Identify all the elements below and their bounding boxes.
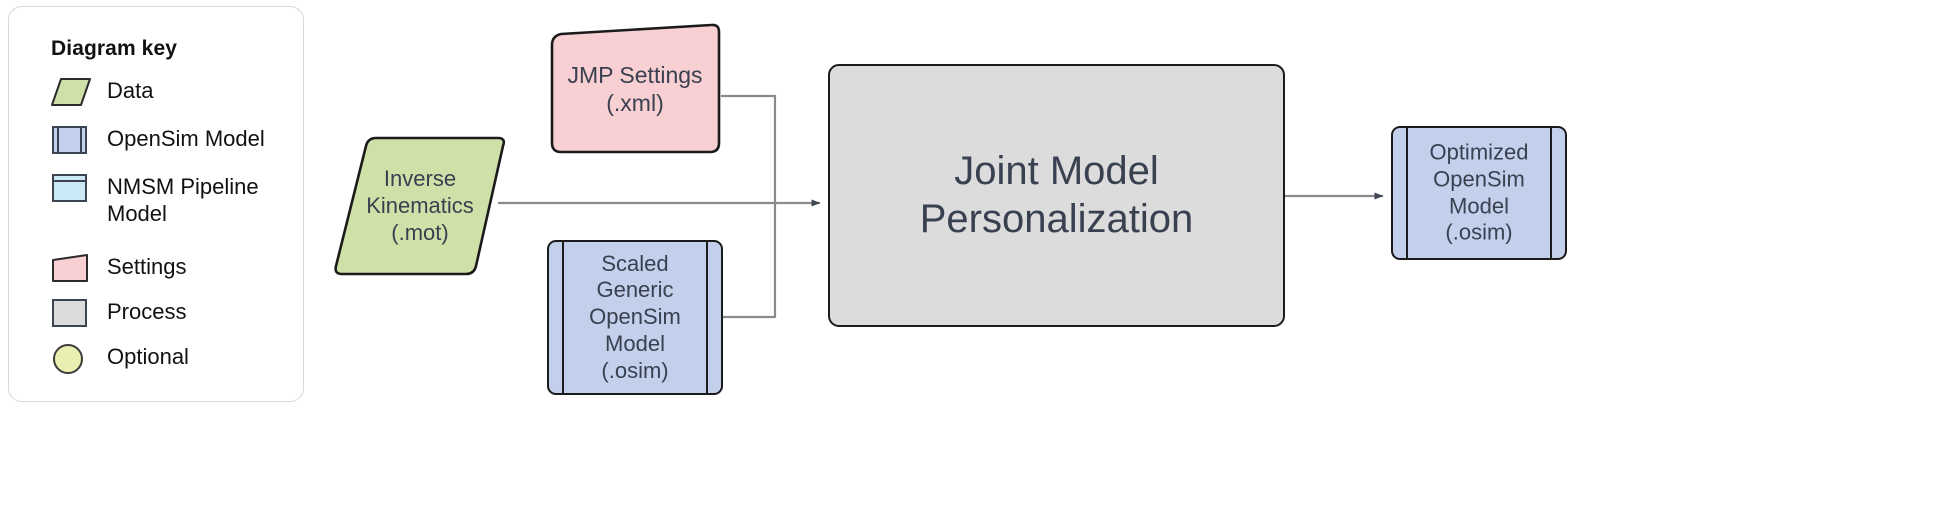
legend-item-label: NMSM Pipeline Model: [107, 174, 259, 226]
diagram-key-title: Diagram key: [51, 37, 178, 60]
legend-item-opensim-model: OpenSim Model: [51, 125, 265, 155]
node-joint-model-personalization[interactable]: Joint Model Personalization: [828, 64, 1285, 327]
legend-item-label: Settings: [107, 254, 187, 279]
node-jmp-settings[interactable]: JMP Settings (.xml): [549, 23, 721, 155]
trapezoid-pink-icon: [51, 253, 91, 283]
model-left-bar: [562, 240, 564, 395]
legend-item-label: Process: [107, 299, 187, 324]
legend-item-optional: Optional: [51, 343, 189, 374]
legend-item-settings: Settings: [51, 253, 187, 283]
opensim-model-shape: [1391, 126, 1567, 260]
process-shape: [828, 64, 1285, 327]
legend-item-label: Data: [107, 78, 154, 103]
legend-item-nmsm-pipeline-model: NMSM Pipeline Model: [51, 173, 303, 227]
diagram-key-panel: Diagram key Data OpenSim Model: [8, 6, 304, 402]
model-left-bar: [1406, 126, 1408, 260]
node-optimized-opensim-model[interactable]: Optimized OpenSim Model (.osim): [1391, 126, 1567, 260]
circle-yellow-icon: [51, 343, 91, 374]
node-scaled-generic-opensim-model[interactable]: Scaled Generic OpenSim Model (.osim): [547, 240, 723, 395]
opensim-model-box-icon: [51, 125, 91, 155]
parallelogram-green-icon: [51, 77, 91, 107]
model-right-bar: [706, 240, 708, 395]
legend-item-data: Data: [51, 77, 153, 107]
legend-item-label: OpenSim Model: [107, 126, 265, 151]
nmsm-pipeline-box-icon: [51, 173, 91, 203]
legend-item-process: Process: [51, 298, 186, 328]
opensim-model-shape: [547, 240, 723, 395]
settings-shape: [550, 23, 721, 154]
node-inverse-kinematics[interactable]: Inverse Kinematics (.mot): [330, 136, 510, 276]
rectangle-gray-icon: [51, 298, 91, 328]
model-right-bar: [1550, 126, 1552, 260]
legend-item-label: Optional: [107, 344, 189, 369]
data-shape: [334, 136, 506, 276]
